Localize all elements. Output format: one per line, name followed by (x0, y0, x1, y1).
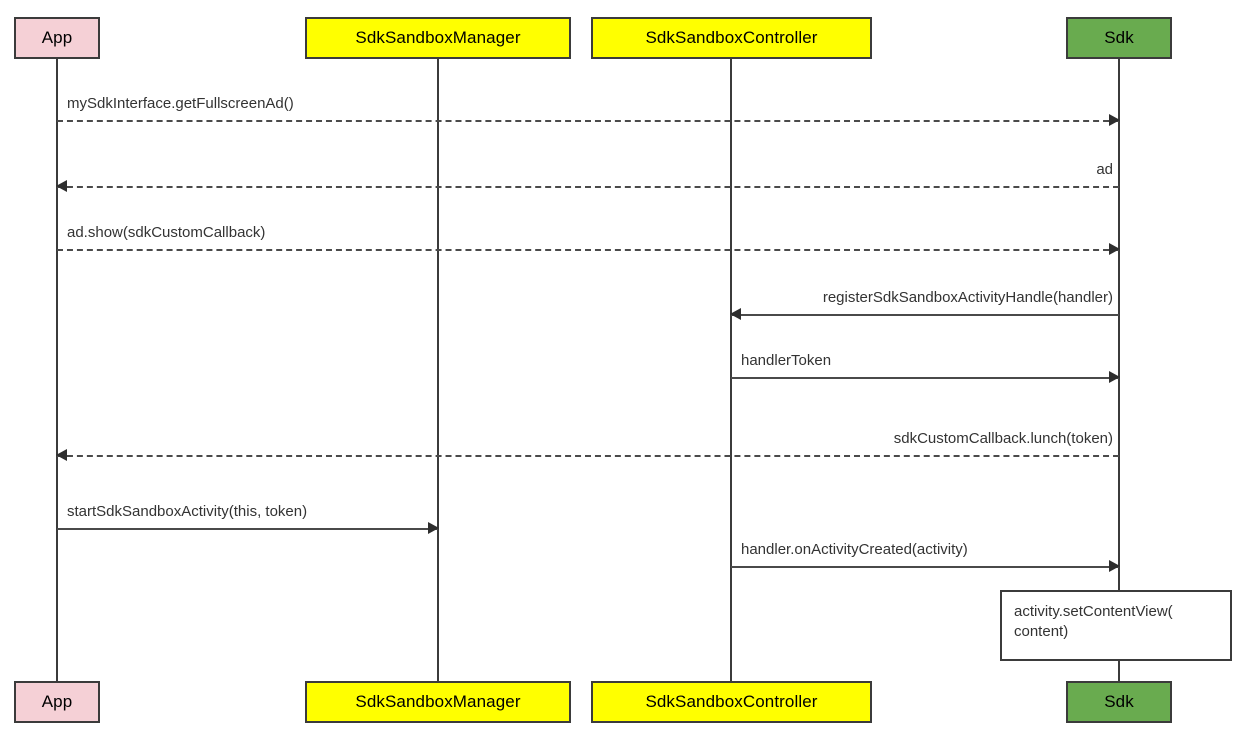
participant-foot-sdk[interactable]: Sdk (1066, 681, 1172, 723)
participant-foot-manager[interactable]: SdkSandboxManager (305, 681, 571, 723)
lifeline-app (56, 59, 58, 681)
message-label: ad.show(sdkCustomCallback) (67, 224, 266, 241)
message-label: ad (1096, 161, 1113, 178)
participant-label: Sdk (1104, 28, 1134, 47)
participant-label: SdkSandboxController (645, 28, 818, 47)
lifeline-sdk (1118, 59, 1120, 681)
message-label: registerSdkSandboxActivityHandle(handler… (822, 289, 1113, 306)
arrow-line (57, 528, 438, 530)
participant-head-controller[interactable]: SdkSandboxController (591, 17, 872, 59)
arrow-head-icon (730, 308, 741, 320)
arrow-line (731, 566, 1119, 568)
participant-head-sdk[interactable]: Sdk (1066, 17, 1172, 59)
message-label: handlerToken (741, 352, 832, 369)
note-text: activity.setContentView( content) (1014, 603, 1173, 641)
arrow-head-icon (56, 449, 67, 461)
arrow-line (57, 120, 1119, 122)
arrow-head-icon (1109, 371, 1120, 383)
arrow-line (731, 377, 1119, 379)
participant-label: App (41, 692, 73, 711)
participant-label: App (41, 28, 73, 47)
participant-label: Sdk (1104, 692, 1134, 711)
arrow-head-icon (1109, 560, 1120, 572)
arrow-head-icon (428, 522, 439, 534)
participant-head-app[interactable]: App (14, 17, 100, 59)
participant-head-manager[interactable]: SdkSandboxManager (305, 17, 571, 59)
arrow-line (57, 249, 1119, 251)
arrow-head-icon (1109, 114, 1120, 126)
participant-foot-controller[interactable]: SdkSandboxController (591, 681, 872, 723)
participant-label: SdkSandboxManager (355, 28, 521, 47)
arrow-line (731, 314, 1119, 316)
arrow-line (57, 455, 1119, 457)
lifeline-controller (730, 59, 732, 681)
message-label: handler.onActivityCreated(activity) (741, 541, 968, 558)
participant-label: SdkSandboxController (645, 692, 818, 711)
message-label: startSdkSandboxActivity(this, token) (67, 503, 308, 520)
arrow-head-icon (1109, 243, 1120, 255)
participant-label: SdkSandboxManager (355, 692, 521, 711)
arrow-line (57, 186, 1119, 188)
participant-foot-app[interactable]: App (14, 681, 100, 723)
note-box-n1[interactable]: activity.setContentView( content) (1000, 590, 1232, 661)
message-label: sdkCustomCallback.lunch(token) (893, 430, 1113, 447)
arrow-head-icon (56, 180, 67, 192)
message-label: mySdkInterface.getFullscreenAd() (67, 95, 294, 112)
lifeline-manager (437, 59, 439, 681)
